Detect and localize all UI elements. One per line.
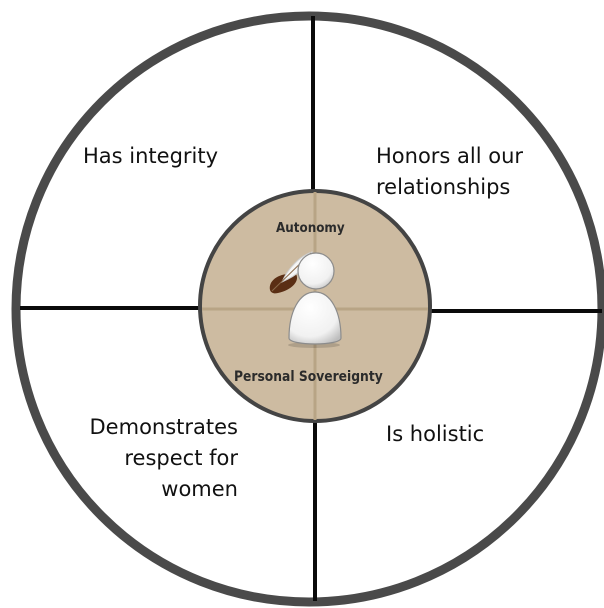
person-icon <box>288 252 342 348</box>
quadrant-label-line: women <box>161 477 238 501</box>
quadrant-top-left-text: Has integrity <box>83 141 218 172</box>
center-label-autonomy: Autonomy <box>276 221 345 236</box>
quadrant-label-line: Demonstrates <box>89 415 238 439</box>
quadrant-bottom-right-text: Is holistic <box>386 419 484 450</box>
quadrant-label-line: Is holistic <box>386 422 485 446</box>
quadrant-label-line: Honors all our <box>376 144 524 168</box>
center-label-personal-sovereignty: Personal Sovereignty <box>234 369 383 385</box>
quadrant-label-line: relationships <box>376 175 511 199</box>
quadrant-bottom-left-text: Demonstrates respect for women <box>90 412 238 505</box>
quadrant-label-line: respect for <box>124 446 238 470</box>
quadrant-top-right-text: Honors all our relationships <box>376 141 523 203</box>
quadrant-label-line: Has integrity <box>83 144 219 168</box>
